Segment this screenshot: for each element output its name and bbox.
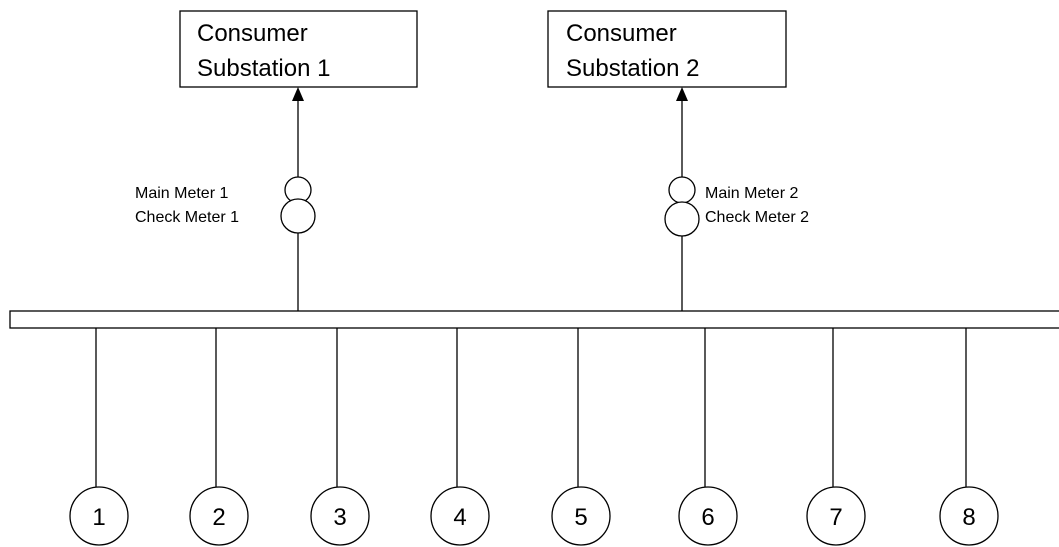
feeder-2: 2 [189, 328, 249, 546]
feeder-8: 8 [939, 328, 999, 546]
feeder-5-label: 5 [574, 504, 587, 531]
feeder-4: 4 [430, 328, 490, 546]
feeder-3-node [310, 486, 370, 546]
feeder-2-label: 2 [212, 504, 225, 531]
check-meter-1-icon [280, 198, 316, 234]
check-meter-2-label: Check Meter 2 [705, 209, 809, 226]
feeder-6-label: 6 [701, 504, 714, 531]
check-meter-1-label: Check Meter 1 [135, 209, 239, 226]
main-meter-2-icon [668, 176, 696, 204]
feeder-3: 3 [310, 328, 370, 546]
substation-1-line2: Substation 1 [197, 55, 330, 82]
arrowhead-2 [676, 87, 688, 101]
feeder-5-node [551, 486, 611, 546]
feeder-1: 1 [69, 328, 129, 546]
check-meter-2-icon [664, 201, 700, 237]
feeder-5: 5 [551, 328, 611, 546]
feeder-1-label: 1 [92, 504, 105, 531]
substation-box-2 [547, 10, 787, 88]
consumer-substation-2: Consumer Substation 2 [547, 10, 787, 88]
busbar [9, 310, 1059, 329]
substation-2-line1: Consumer [566, 20, 677, 47]
feeder-3-label: 3 [333, 504, 346, 531]
feeder-8-node [939, 486, 999, 546]
arrowhead-1 [292, 87, 304, 101]
feeder-7-label: 7 [829, 504, 842, 531]
substation-2-line2: Substation 2 [566, 55, 699, 82]
feeder-2-node [189, 486, 249, 546]
substation-1-line1: Consumer [197, 20, 308, 47]
main-meter-1-label: Main Meter 1 [135, 185, 228, 202]
main-meter-2-label: Main Meter 2 [705, 185, 798, 202]
feeder-6: 6 [678, 328, 738, 546]
feeder-4-label: 4 [453, 504, 466, 531]
feeder-4-node [430, 486, 490, 546]
feeder-7: 7 [806, 328, 866, 546]
feeder-8-label: 8 [962, 504, 975, 531]
consumer-substation-1: Consumer Substation 1 [179, 10, 418, 88]
feeder-6-node [678, 486, 738, 546]
connection-1: Main Meter 1 Check Meter 1 [135, 87, 316, 311]
connection-2: Main Meter 2 Check Meter 2 [664, 87, 809, 311]
feeder-1-node [69, 486, 129, 546]
substation-box-1 [179, 10, 418, 88]
feeder-7-node [806, 486, 866, 546]
